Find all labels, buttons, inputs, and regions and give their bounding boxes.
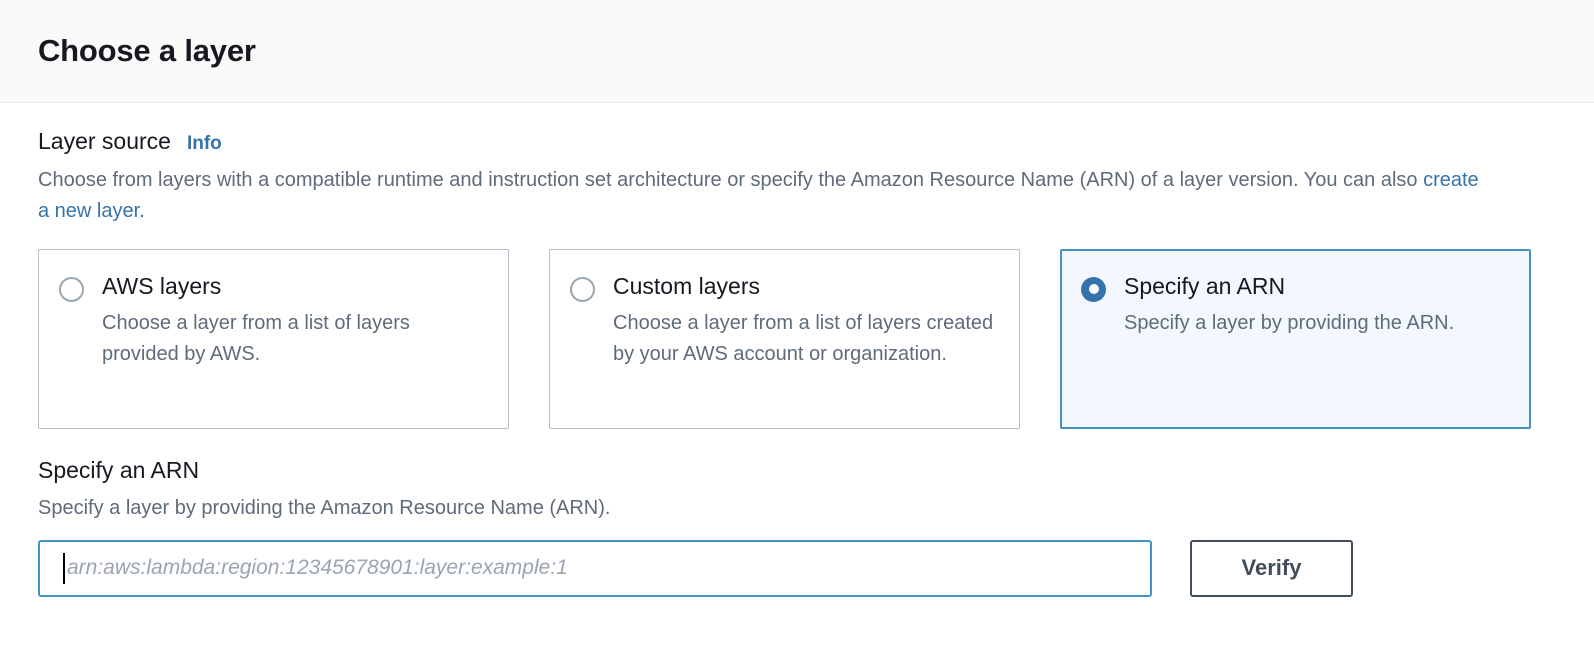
layer-source-option-aws-layers[interactable]: AWS layers Choose a layer from a list of… xyxy=(38,248,509,429)
layer-source-option-aws-layers-text: AWS layers Choose a layer from a list of… xyxy=(102,272,488,370)
layer-source-option-custom-layers-text: Custom layers Choose a layer from a list… xyxy=(613,272,999,370)
radio-icon-custom-layers[interactable] xyxy=(570,276,595,302)
layer-source-description-text-2: . xyxy=(139,199,145,222)
page-title: Choose a layer xyxy=(38,32,256,68)
layer-source-option-specify-an-arn-title: Specify an ARN xyxy=(1124,272,1286,299)
arn-input[interactable] xyxy=(38,539,1152,597)
layer-source-description: Choose from layers with a compatible run… xyxy=(38,165,1488,227)
layer-source-field: Layer source Info Choose from layers wit… xyxy=(38,103,1556,429)
layer-source-option-custom-layers-description: Choose a layer from a list of layers cre… xyxy=(613,311,994,365)
panel-body: Layer source Info Choose from layers wit… xyxy=(0,103,1594,597)
layer-source-option-specify-an-arn-description: Specify a layer by providing the ARN. xyxy=(1124,311,1455,334)
layer-source-option-specify-an-arn-text: Specify an ARN Specify a layer by provid… xyxy=(1124,272,1510,339)
specify-an-arn-title: Specify an ARN xyxy=(38,456,200,483)
layer-source-option-specify-an-arn[interactable]: Specify an ARN Specify a layer by provid… xyxy=(1060,248,1531,429)
layer-source-options: AWS layers Choose a layer from a list of… xyxy=(38,248,1556,429)
layer-source-option-custom-layers[interactable]: Custom layers Choose a layer from a list… xyxy=(549,248,1020,429)
layer-source-description-text-1: Choose from layers with a compatible run… xyxy=(38,168,1424,191)
layer-source-option-aws-layers-title: AWS layers xyxy=(102,272,222,299)
text-cursor xyxy=(63,552,65,584)
arn-input-wrapper xyxy=(38,539,1152,597)
layer-source-option-aws-layers-description: Choose a layer from a list of layers pro… xyxy=(102,311,410,365)
specify-an-arn-section: Specify an ARN Specify a layer by provid… xyxy=(38,429,1556,597)
layer-source-label: Layer source xyxy=(38,128,171,154)
radio-icon-aws-layers[interactable] xyxy=(59,276,84,302)
info-link[interactable]: Info xyxy=(186,133,222,154)
radio-icon-specify-an-arn[interactable] xyxy=(1081,276,1106,302)
create-a-new-layer-link[interactable]: create a new layer xyxy=(38,168,1479,222)
layer-source-option-custom-layers-title: Custom layers xyxy=(613,272,760,299)
panel-header: Choose a layer xyxy=(0,0,1594,103)
specify-an-arn-input-row: Verify xyxy=(38,539,1556,597)
specify-an-arn-description: Specify a layer by providing the Amazon … xyxy=(38,496,611,519)
layer-source-label-row: Layer source Info xyxy=(38,128,1556,156)
verify-button[interactable]: Verify xyxy=(1190,539,1353,597)
